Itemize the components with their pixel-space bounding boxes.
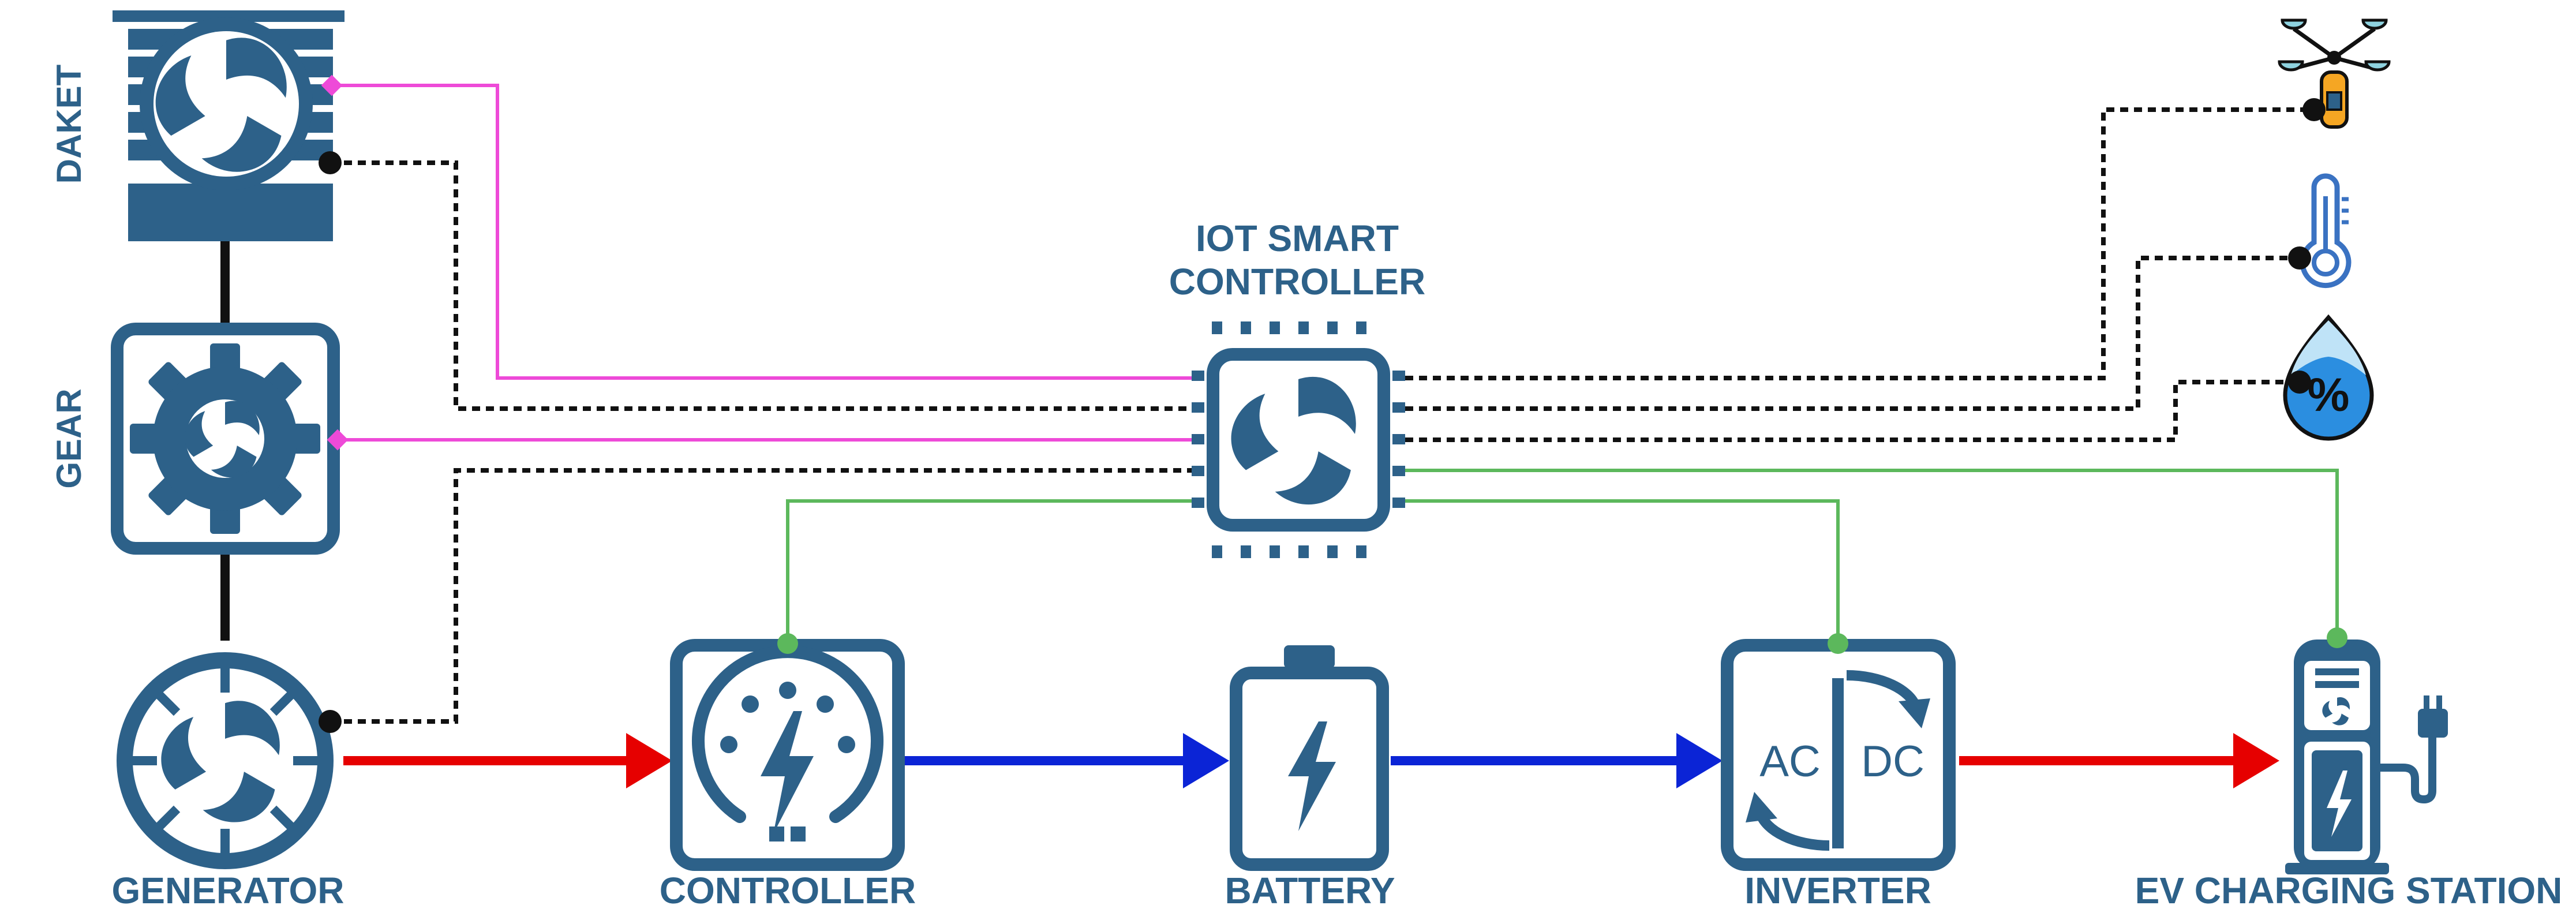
inverter-ac-text: AC <box>1759 737 1821 786</box>
battery-node: BATTERY <box>1225 645 1395 911</box>
gear-icon <box>130 343 320 534</box>
monitor-line-ev <box>1405 469 2339 638</box>
sensor-line-thermometer <box>1405 256 2300 411</box>
sensor-line-generator <box>330 468 1192 724</box>
humidity-percent-text: % <box>2308 369 2350 421</box>
daket-node: DAKET <box>50 10 345 241</box>
sensor-line-anemometer <box>1405 107 2314 380</box>
inverter-node: AC DC INVERTER <box>1721 639 1956 911</box>
humidity-drop-icon: % <box>2283 314 2374 441</box>
inverter-monitor-port <box>1828 633 1848 654</box>
monitor-line-inverter <box>1405 499 1840 644</box>
controller-monitor-port <box>777 633 798 654</box>
iot-controller-node: IOT SMART CONTROLLER <box>1169 218 1425 558</box>
iot-label-line2: CONTROLLER <box>1169 261 1425 302</box>
humidity-node: % <box>2283 314 2374 441</box>
gear-control-port <box>327 429 349 451</box>
control-line-daket <box>332 84 1192 380</box>
ev-charging-station-icon <box>2285 639 2448 874</box>
controller-label: CONTROLLER <box>660 870 916 911</box>
controller-node: CONTROLLER <box>660 639 916 911</box>
inverter-label: INVERTER <box>1744 870 1931 911</box>
connections <box>220 84 2339 788</box>
battery-icon <box>1230 645 1389 871</box>
ev-monitor-port <box>2327 627 2347 648</box>
monitor-line-controller <box>786 499 1192 644</box>
generator-icon <box>117 652 334 869</box>
generator-label: GENERATOR <box>112 870 345 911</box>
anemometer-port <box>2302 98 2326 121</box>
anemometer-icon <box>2278 18 2391 129</box>
daket-icon <box>138 17 313 190</box>
battery-label: BATTERY <box>1225 870 1395 911</box>
inverter-icon: AC DC <box>1746 670 1930 851</box>
iot-chip-icon <box>1192 321 1405 558</box>
generator-node: GENERATOR <box>112 652 345 911</box>
arrow-head-inverter-ev <box>2233 733 2279 788</box>
humidity-port <box>2288 371 2311 394</box>
ev-station-label: EV CHARGING STATION <box>2135 870 2563 911</box>
daket-sensor-port <box>319 151 342 174</box>
arrow-head-battery-inverter <box>1676 733 1723 788</box>
daket-control-port <box>321 74 343 96</box>
connection-dots <box>319 74 2347 733</box>
sensor-line-daket <box>330 160 1192 411</box>
arrow-head-controller-battery <box>1183 733 1229 788</box>
gear-label: GEAR <box>50 388 88 488</box>
thermometer-node <box>2288 173 2352 289</box>
iot-label-line1: IOT SMART <box>1196 218 1399 259</box>
sensor-line-humidity <box>1405 380 2300 442</box>
anemometer-node <box>2278 18 2391 129</box>
generator-sensor-port <box>319 710 342 733</box>
ev-station-node: EV CHARGING STATION <box>2135 639 2563 911</box>
inverter-dc-text: DC <box>1861 737 1924 786</box>
thermometer-port <box>2288 246 2311 270</box>
arrow-head-generator-controller <box>626 733 672 788</box>
gear-node: GEAR <box>50 323 340 555</box>
thermometer-icon <box>2300 173 2352 289</box>
daket-label: DAKET <box>50 65 88 184</box>
